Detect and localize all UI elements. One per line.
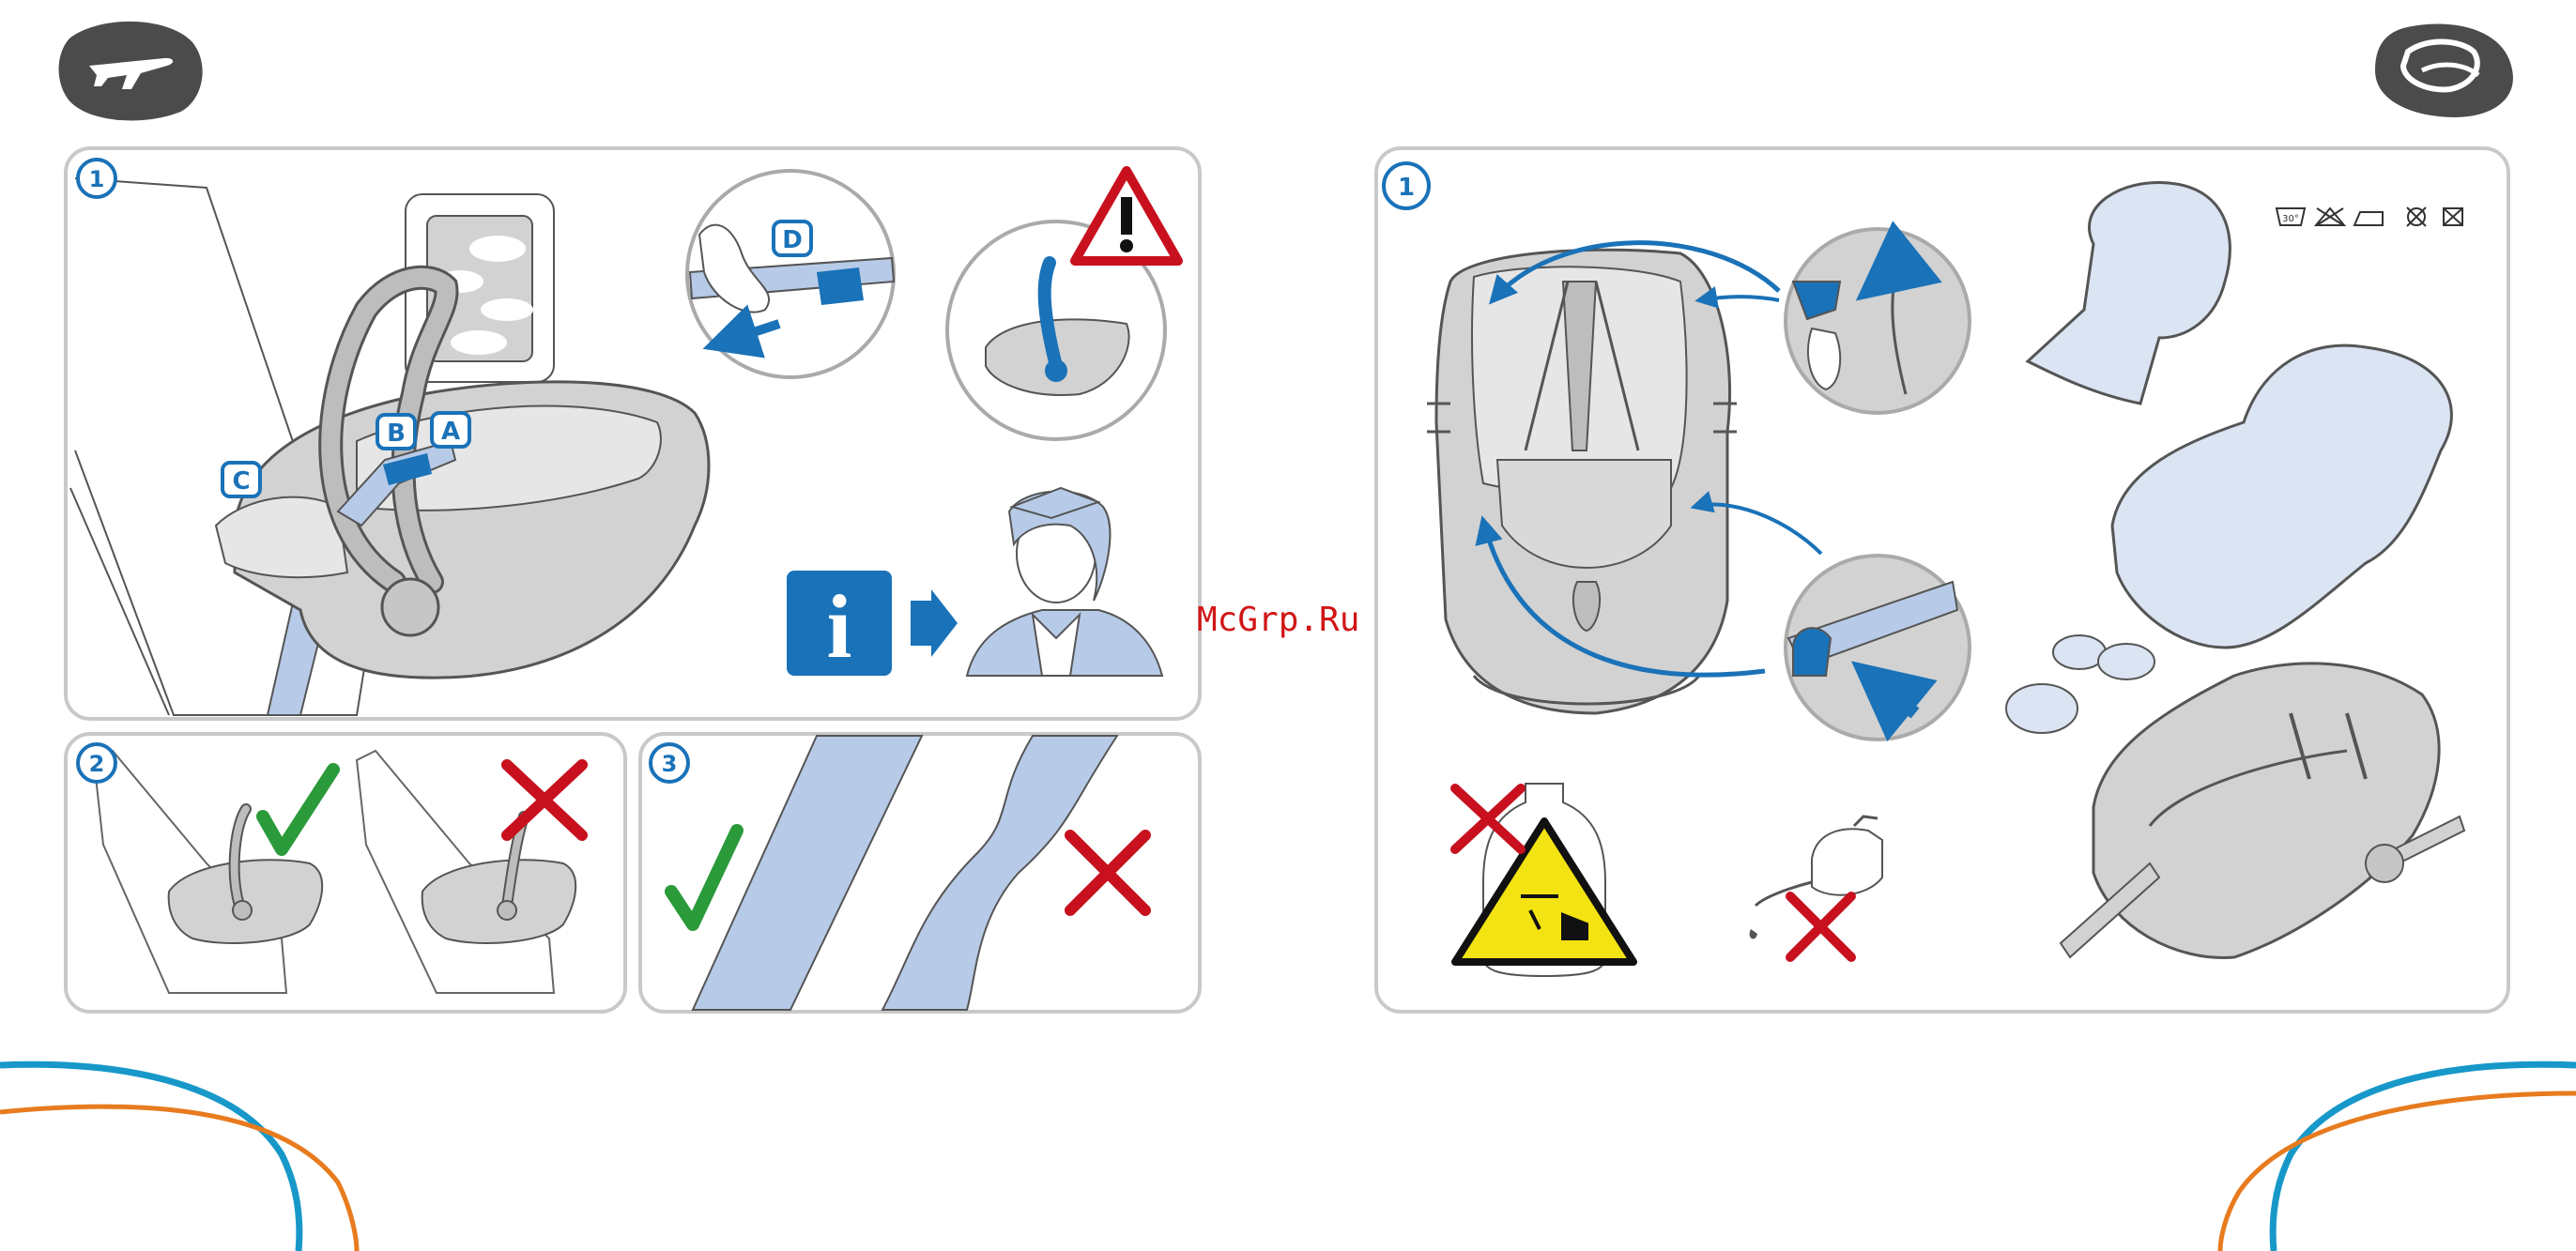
left-panel-1-badge: 1 [89, 166, 105, 192]
hand-wash-icon [2375, 24, 2513, 117]
label-b-badge: B [377, 415, 415, 449]
left-panel-3-badge: 3 [662, 751, 678, 777]
left-panel-1: A B C D [66, 148, 1200, 719]
info-icon: i [787, 571, 892, 677]
right-panel-1-badge: 1 [1398, 174, 1415, 202]
label-d: D [782, 226, 803, 254]
crotch-pad [2006, 684, 2078, 733]
detail-circle-lower [1786, 556, 1970, 740]
left-panel-2-badge: 2 [89, 751, 105, 777]
label-a-badge: A [432, 413, 469, 447]
left-panel-3: 3 [640, 734, 1200, 1012]
info-letter: i [827, 576, 852, 677]
label-a: A [441, 418, 460, 446]
label-c-badge: C [222, 463, 260, 496]
label-b: B [387, 420, 406, 448]
care-temperature: 30° [2282, 214, 2299, 224]
label-c: C [232, 467, 250, 496]
decorative-arcs-right [2220, 1064, 2576, 1251]
detail-circle-upper [1786, 229, 1970, 413]
watermark-text: McGrp.Ru [1197, 601, 1359, 639]
detail-circle-d: D [687, 171, 894, 377]
left-panel-2: 2 [66, 734, 625, 1012]
decorative-arcs-left [0, 1064, 357, 1251]
right-panel-1: 30° 1 [1376, 148, 2508, 1012]
airplane-icon [59, 22, 203, 121]
shoulder-pad [2098, 644, 2154, 679]
